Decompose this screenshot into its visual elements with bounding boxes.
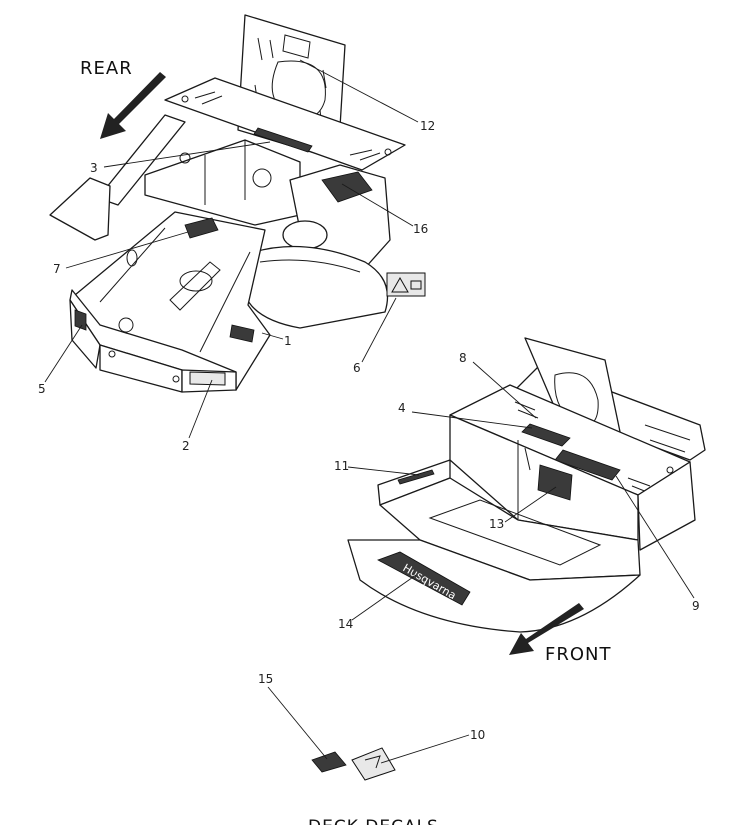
diagram-title: DECK DECALS [308, 817, 439, 825]
decal-10 [351, 747, 396, 781]
callout-14: 14 [338, 617, 353, 631]
leader-lines [44, 59, 695, 764]
rear-fender [244, 245, 389, 329]
front-arrow-icon [509, 603, 584, 655]
callout-8: 8 [459, 351, 467, 365]
decal-15 [311, 751, 347, 773]
front-assembly: Husqvarna [347, 337, 706, 633]
rear-label: REAR [80, 58, 133, 79]
rear-arrow-icon [100, 72, 166, 139]
callout-13: 13 [489, 517, 504, 531]
callout-5: 5 [38, 382, 46, 396]
front-panel [347, 539, 641, 633]
callout-4: 4 [398, 401, 406, 415]
callout-numbers: 1 2 3 4 5 6 7 8 9 10 11 12 13 14 15 16 [38, 119, 700, 742]
callout-1: 1 [284, 334, 292, 348]
callout-11: 11 [334, 459, 349, 473]
callout-10: 10 [470, 728, 485, 742]
rear-assembly [49, 14, 406, 393]
callout-2: 2 [182, 439, 190, 453]
callout-9: 9 [692, 599, 700, 613]
warning-decal-6 [386, 272, 426, 297]
callout-6: 6 [353, 361, 361, 375]
callout-12: 12 [420, 119, 435, 133]
brand-decal-14 [377, 551, 471, 606]
callout-3: 3 [90, 161, 98, 175]
small-decals [311, 747, 396, 781]
callout-15: 15 [258, 672, 273, 686]
rear-flap [49, 177, 111, 241]
right-rail [637, 461, 696, 551]
rear-side-arm [97, 114, 186, 206]
center-box [144, 139, 301, 226]
callout-16: 16 [413, 222, 428, 236]
callout-7: 7 [53, 262, 61, 276]
front-label: FRONT [545, 644, 612, 665]
